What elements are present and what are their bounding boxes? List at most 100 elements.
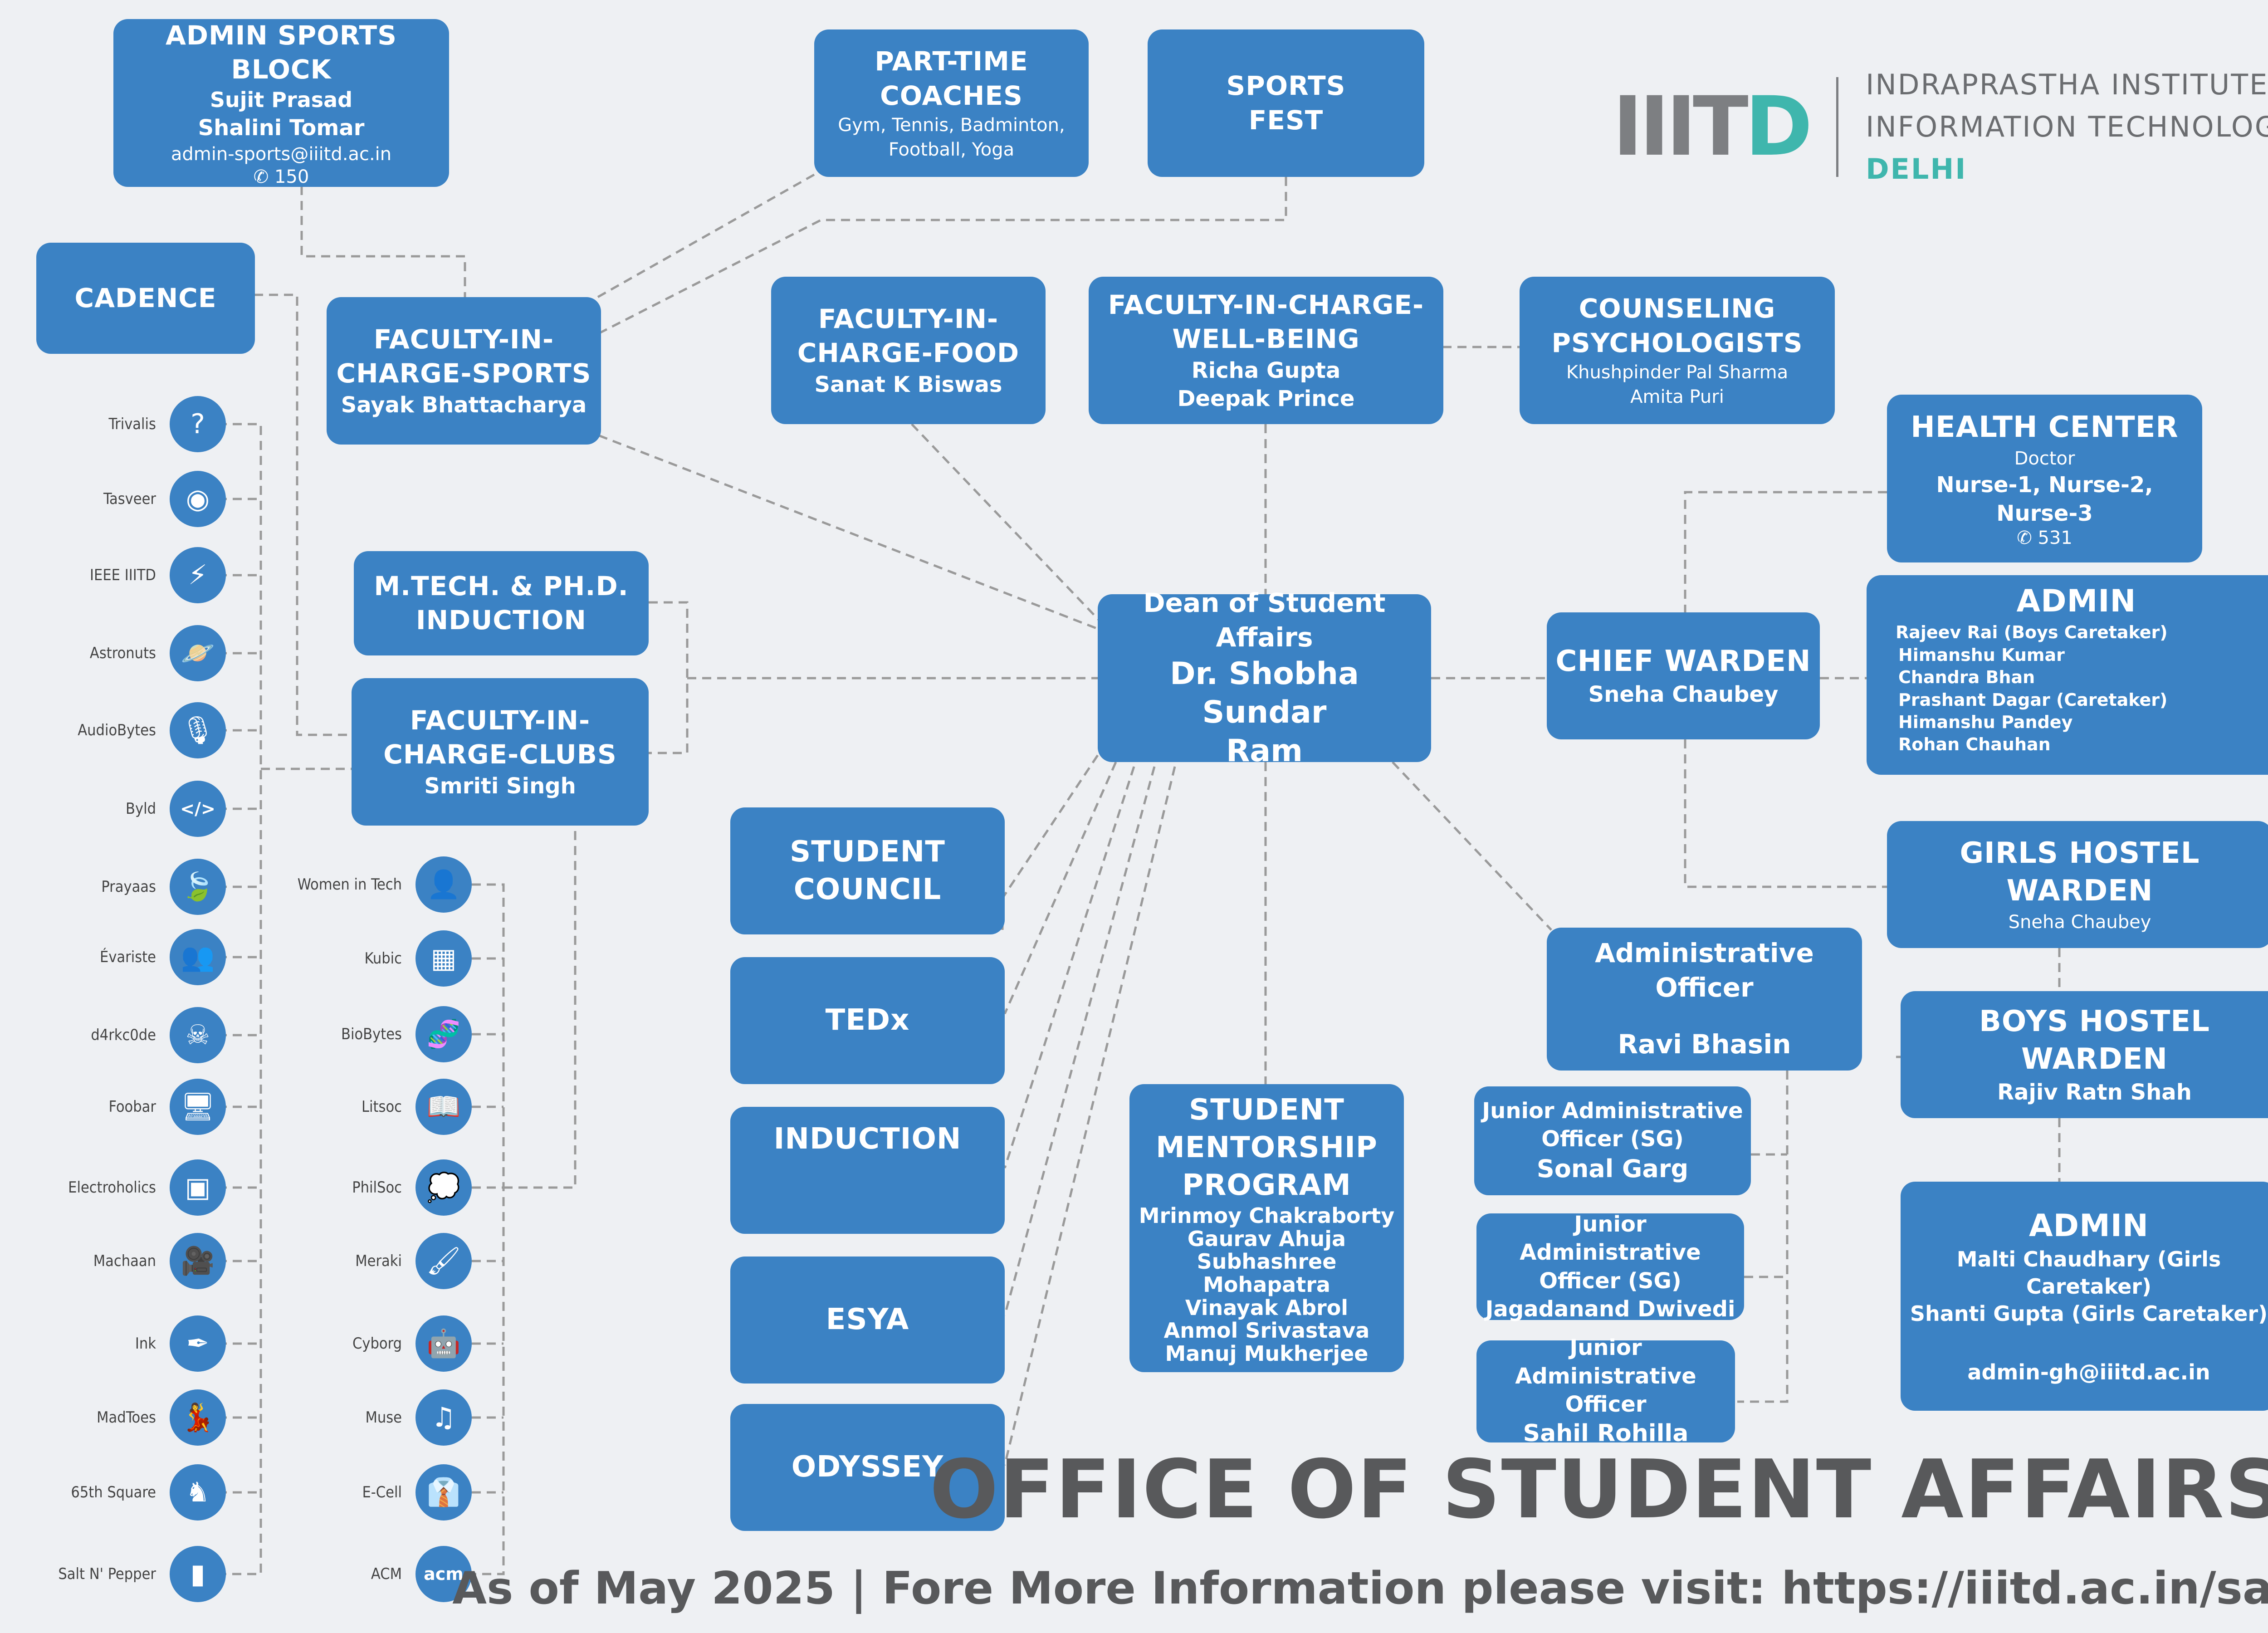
person-name: Sanat K Biswas [814,372,1002,397]
club-item: Ink✒ [135,1315,226,1372]
club-item: Byld</> [126,781,226,837]
club-item: Astronuts🪐 [90,625,226,681]
phone-icon: ✆ [253,166,269,188]
box-subtitle: Doctor [2014,448,2075,469]
club-item: Litsoc📖 [362,1079,472,1135]
leaf-icon: 🍃 [170,859,226,915]
staff-list: Rajeev Rai (Boys Caretaker) Himanshu Kum… [1873,621,2168,756]
person-name: Richa Gupta [1191,357,1341,383]
girls-hostel-warden-box: GIRLS HOSTEL WARDEN Sneha Chaubey [1887,821,2268,948]
box-title: CADENCE [74,282,217,313]
pen-nib-icon: ✒ [170,1315,226,1372]
box-title: CHARGE-FOOD [797,337,1020,369]
club-label: Foobar [108,1098,156,1116]
monitor-code-icon: 🖥 [170,1079,226,1135]
box-title: Administrative Officer [1595,938,1814,1003]
box-subtitle: Gym, Tennis, Badminton, [838,114,1065,136]
club-label: Évariste [100,948,156,966]
club-label: IEEE IIITD [90,566,156,584]
person-name: Himanshu Kumar [1898,645,2065,665]
box-title: PSYCHOLOGISTS [1551,327,1803,358]
dean-of-student-affairs-box: Dean of Student Affairs Dr. Shobha Sunda… [1098,587,1431,769]
club-item: Machaan🎥 [93,1233,226,1289]
club-item: Foobar 🖥 [108,1079,226,1135]
box-title: ADMIN [2016,583,2136,619]
club-item: IEEE IIITD⚡ [90,547,226,603]
student-council-box: STUDENT COUNCIL [730,807,1005,934]
cube-icon: ▦ [415,930,472,987]
email: admin-sports@iiitd.ac.in [171,144,392,165]
person-name: Khushpinder Pal Sharma [1566,362,1789,383]
club-label: Meraki [355,1252,402,1270]
box-title: FACULTY-IN- [818,303,999,334]
box-title: Dean of Student Affairs [1143,587,1386,653]
box-title: TEDx [825,1003,910,1037]
puzzle-icon: ? [170,396,226,452]
club-label: Prayaas [101,878,156,896]
club-item: 65th Square ♞ [71,1464,226,1521]
induction-box: INDUCTION [730,1107,1005,1234]
club-item: Kubic▦ [365,930,472,987]
admin-sports-block: ADMIN SPORTS BLOCK Sujit Prasad Shalini … [113,19,449,187]
club-item: d4rkc0de☠ [91,1007,226,1063]
code-window-icon: </> [170,781,226,837]
club-label: Machaan [93,1252,156,1270]
box-title: ESYA [826,1303,909,1337]
box-title: SPORTS [1226,70,1346,102]
box-title: ODYSSEY [791,1450,944,1484]
sports-fest-box: SPORTS FEST [1148,29,1424,177]
box-title: Officer [1565,1391,1647,1417]
shaker-icon: ▮ [170,1546,226,1602]
box-title: FACULTY-IN- [373,323,554,355]
person-name: Ravi Bhasin [1618,1029,1791,1060]
phone-extension: ✆ 150 [253,166,309,188]
box-title: ADMIN SPORTS BLOCK [165,20,397,85]
club-label: Salt N' Pepper [58,1565,156,1583]
person-name: Mrinmoy Chakraborty [1139,1203,1395,1228]
person-name: Chandra Bhan [1898,667,2035,688]
box-title: PART-TIME [875,46,1028,77]
chess-knight-icon: ♞ [170,1464,226,1521]
chip-icon: ▣ [170,1159,226,1216]
person-name: Sonal Garg [1536,1154,1689,1183]
boys-hostel-warden-box: BOYS HOSTEL WARDEN Rajiv Ratn Shah [1901,991,2268,1118]
club-item: MadToes💃 [97,1389,226,1446]
club-label: E-Cell [362,1483,402,1501]
club-item: Muse♫ [365,1389,472,1446]
box-title: CHARGE-SPORTS [336,358,591,389]
junior-admin-officer-box: Junior Administrative Officer (SG) Sonal… [1474,1086,1751,1195]
person-name: Sayak Bhattacharya [341,392,587,418]
faculty-in-charge-sports-box: FACULTY-IN- CHARGE-SPORTS Sayak Bhattach… [327,297,601,445]
person-name: Rajiv Ratn Shah [1997,1079,2192,1105]
box-title: COUNSELING [1579,293,1776,324]
logo-text: INDRAPRASTHA INSTITUTE of INFORMATION TE… [1866,68,2268,186]
club-item: Prayaas 🍃 [101,859,226,915]
club-label: Trivalis [108,415,156,433]
person-name: Shanti Gupta (Girls Caretaker) [1910,1301,2268,1326]
person-name: Jagadanand Dwivedi [1485,1296,1735,1322]
phone-extension: ✆ 531 [2017,527,2072,548]
box-title: INDUCTION [773,1122,962,1156]
admin-girls-hostel-box: ADMIN Malti Chaudhary (Girls Caretaker) … [1901,1182,2268,1411]
page-title: OFFICE OF STUDENT AFFAIRS [929,1442,2268,1536]
box-title: COUNCIL [793,873,942,906]
person-name: Ram [1226,733,1303,769]
club-label: 65th Square [71,1483,156,1501]
box-subtitle: Football, Yoga [888,139,1015,160]
acm-icon: acm [415,1546,472,1602]
box-title: BOYS HOSTEL WARDEN [1979,1004,2210,1076]
health-center-box: HEALTH CENTER Doctor Nurse-1, Nurse-2, N… [1887,395,2202,562]
odyssey-box: ODYSSEY [730,1404,1005,1531]
group-icon: 👥 [170,929,226,985]
club-label: MadToes [97,1408,156,1427]
person-name: Manuj Mukherjee [1165,1341,1369,1366]
person-name: Dr. Shobha Sundar [1170,655,1359,730]
club-label: Electroholics [68,1178,156,1197]
person-name: Shalini Tomar [198,115,365,141]
hacker-icon: ☠ [170,1007,226,1063]
person-name: Subhashree Mohapatra [1197,1249,1337,1297]
junior-admin-officer-box: Junior Administrative Officer (SG) Jagad… [1476,1212,1744,1322]
club-label: Astronuts [89,644,156,662]
